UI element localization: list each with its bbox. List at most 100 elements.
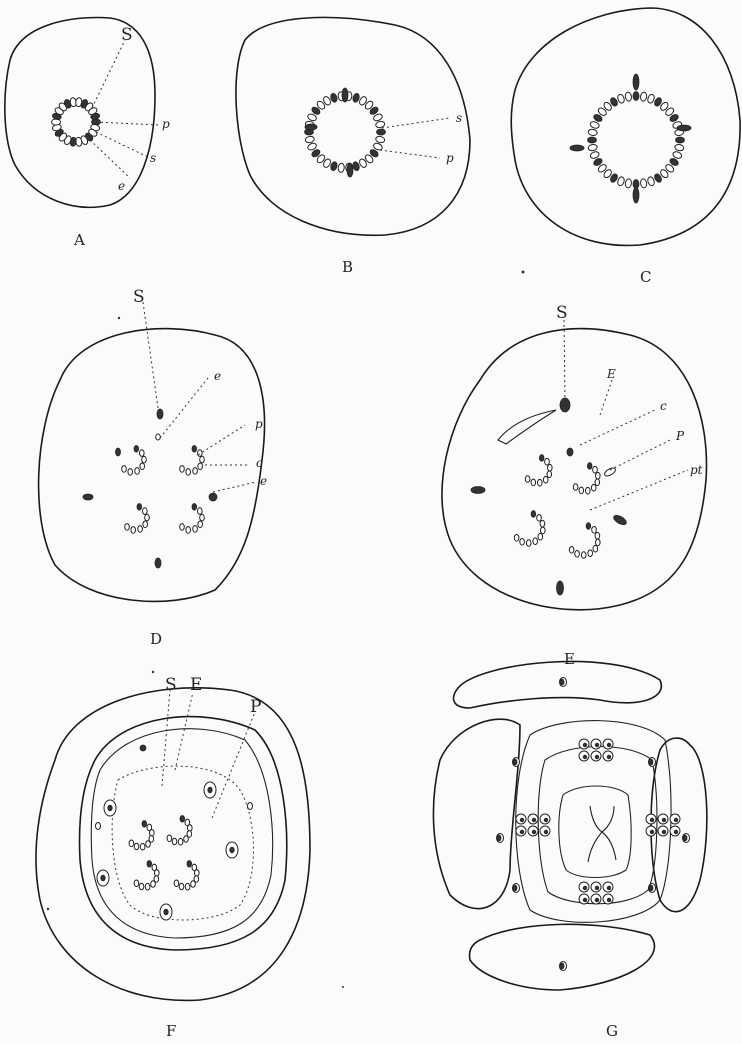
cell-mark xyxy=(108,805,112,811)
cell-mark xyxy=(595,755,599,759)
figure-f-label-P: P xyxy=(250,697,261,717)
cell-mark xyxy=(520,818,524,822)
cell-mark xyxy=(157,409,163,419)
figure-f: S E P F xyxy=(36,675,310,1040)
figure-a-vascular-ring xyxy=(52,97,101,146)
cell-mark xyxy=(537,515,542,522)
cell-mark xyxy=(471,487,485,494)
cell-mark xyxy=(140,843,145,850)
cell-mark xyxy=(167,835,172,842)
cell-mark xyxy=(198,521,203,528)
cell-mark xyxy=(140,745,146,751)
cell-mark xyxy=(538,533,543,540)
figure-b: s p B xyxy=(236,17,470,276)
cell-mark xyxy=(560,963,564,969)
cell-mark xyxy=(674,830,678,834)
cell-mark xyxy=(125,524,130,531)
cell-mark xyxy=(191,881,196,888)
cell-mark xyxy=(520,830,524,834)
cell-mark xyxy=(596,539,601,546)
cell-mark xyxy=(617,176,626,187)
figure-d-caption: D xyxy=(150,630,162,648)
cell-mark xyxy=(101,875,105,881)
cell-mark xyxy=(139,883,144,890)
cell-mark xyxy=(569,547,574,554)
cell-mark xyxy=(172,838,177,845)
cell-mark xyxy=(187,861,192,868)
figure-f-vascular-bundles xyxy=(96,745,253,920)
cell-mark xyxy=(607,886,611,890)
cell-mark xyxy=(134,843,139,850)
cell-mark xyxy=(588,137,597,143)
figure-f-label-S: S xyxy=(165,675,177,695)
cell-mark xyxy=(647,93,656,104)
cell-mark xyxy=(538,479,543,486)
cell-mark xyxy=(676,137,685,143)
cell-mark xyxy=(142,456,147,463)
cell-mark xyxy=(625,178,632,188)
figure-b-label-p: p xyxy=(446,151,454,165)
figure-a-caption: A xyxy=(73,231,85,249)
cell-mark xyxy=(647,176,656,187)
cell-mark xyxy=(180,816,185,823)
figure-b-label-s: s xyxy=(456,111,462,125)
cell-mark xyxy=(180,524,185,531)
cell-mark xyxy=(544,830,548,834)
cell-mark xyxy=(588,550,593,557)
cell-mark xyxy=(588,144,598,151)
cell-mark xyxy=(145,514,150,521)
cell-mark xyxy=(586,523,591,530)
cell-mark xyxy=(186,527,191,534)
cell-mark xyxy=(137,504,142,511)
cell-mark xyxy=(544,818,548,822)
figure-d-label-e: e xyxy=(214,369,221,383)
cell-mark xyxy=(583,898,587,902)
cell-mark xyxy=(596,472,601,479)
figure-e-vascular-bundles xyxy=(471,398,628,595)
cell-mark xyxy=(96,823,101,830)
cell-mark xyxy=(497,835,501,841)
cell-mark xyxy=(617,93,626,104)
cell-mark xyxy=(143,508,148,515)
cell-mark xyxy=(662,830,666,834)
cell-mark xyxy=(140,450,145,457)
figure-e-label-c: c xyxy=(660,399,667,413)
cell-mark xyxy=(612,513,628,526)
cell-mark xyxy=(560,679,564,685)
cell-mark xyxy=(547,471,552,478)
cell-mark xyxy=(640,178,647,188)
cell-mark xyxy=(674,144,684,151)
cell-mark xyxy=(305,136,315,144)
cell-mark xyxy=(135,468,140,475)
cell-mark xyxy=(583,755,587,759)
cell-mark xyxy=(541,527,546,534)
cell-mark xyxy=(567,448,573,456)
cell-mark xyxy=(147,861,152,868)
cell-mark xyxy=(607,743,611,747)
figure-g-caption: G xyxy=(606,1022,618,1040)
cell-mark xyxy=(129,840,134,847)
cell-mark xyxy=(607,755,611,759)
cell-mark xyxy=(192,504,197,511)
cell-mark xyxy=(683,835,687,841)
cell-mark xyxy=(589,151,600,160)
cell-mark xyxy=(155,558,161,568)
cell-mark xyxy=(377,129,386,135)
cell-mark xyxy=(525,476,530,483)
cell-mark xyxy=(192,446,197,453)
cell-mark xyxy=(198,463,203,470)
cell-mark xyxy=(592,527,597,534)
cell-mark xyxy=(140,463,145,470)
cell-mark xyxy=(131,527,136,534)
figure-a-label-p: p xyxy=(162,117,170,131)
figure-d-label-S: S xyxy=(133,287,145,307)
cell-mark xyxy=(533,538,538,545)
cell-mark xyxy=(145,883,150,890)
figure-g: G xyxy=(433,661,706,1040)
cell-mark xyxy=(575,551,580,558)
figure-c: C xyxy=(511,8,740,286)
cell-mark xyxy=(583,886,587,890)
figure-b-caption: B xyxy=(342,258,353,276)
cell-mark xyxy=(586,487,591,494)
